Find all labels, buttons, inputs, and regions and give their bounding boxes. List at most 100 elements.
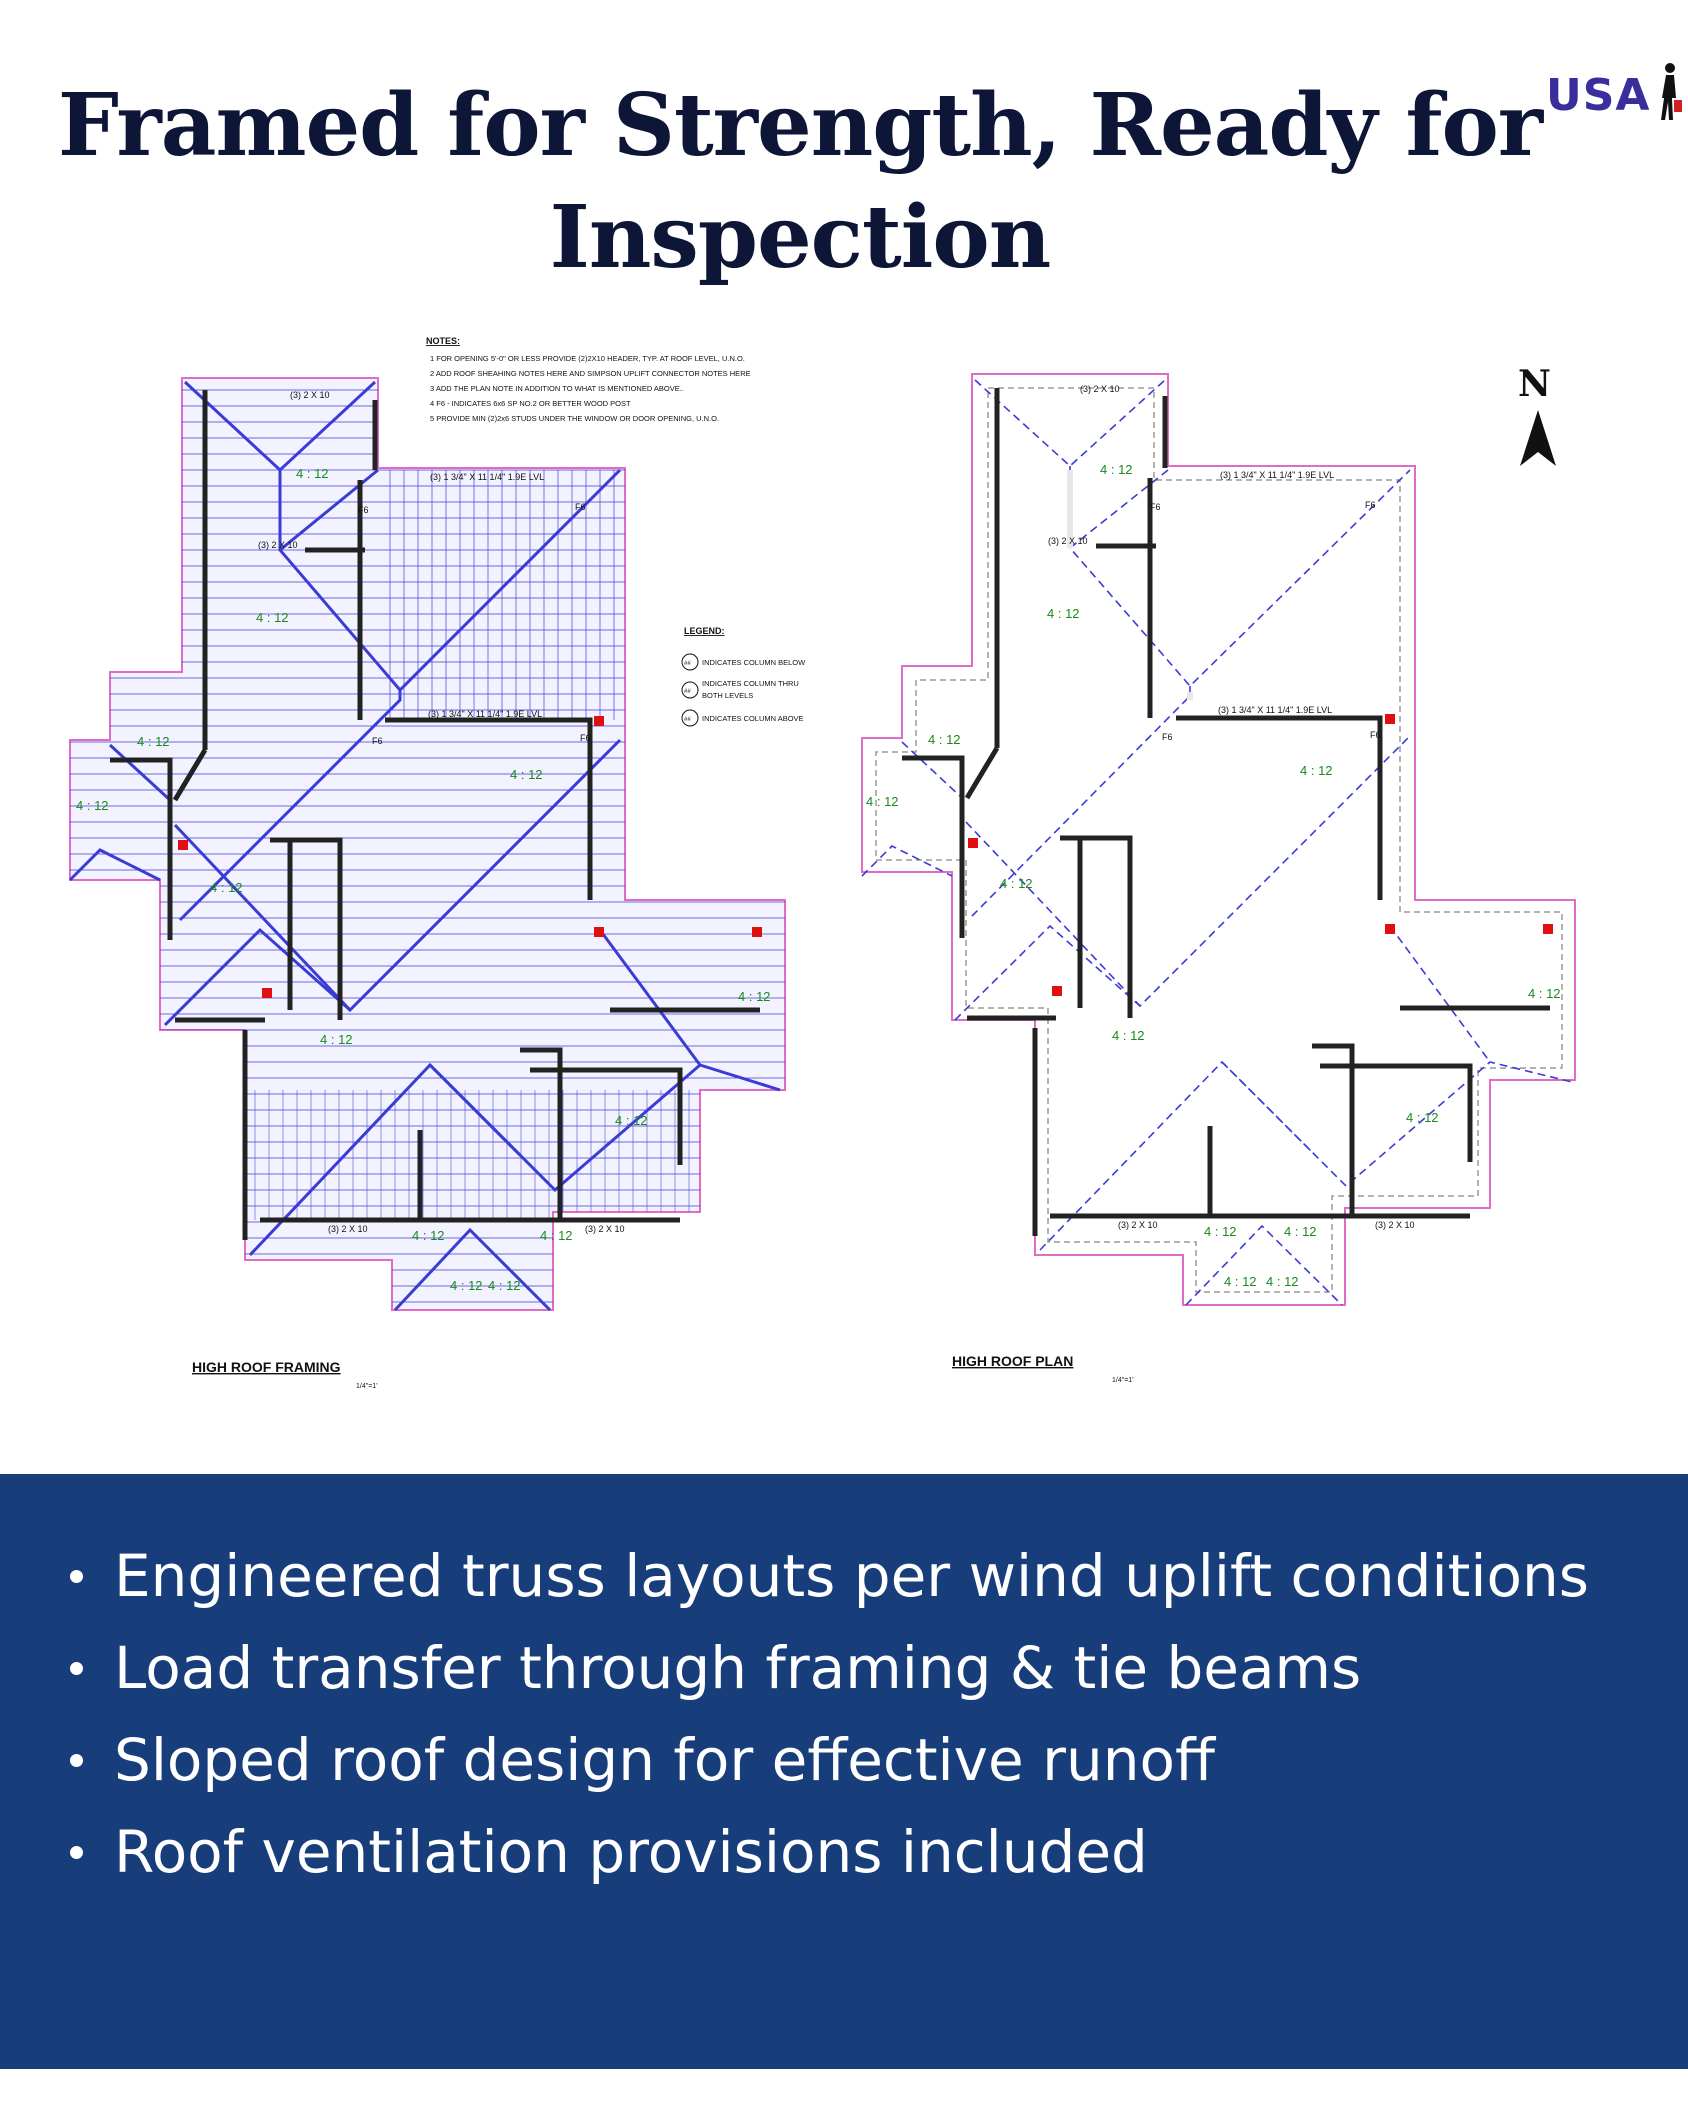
note-item: 1 FOR OPENING 5'-0" OR LESS PROVIDE (2)2…	[430, 354, 745, 363]
framing-post-label-4: F6	[580, 733, 591, 743]
framing-hip-lines	[68, 380, 781, 1312]
bullet-dot-icon	[70, 1570, 83, 1583]
framing-beam-label-mid: (3) 1 3/4" X 11 1/4" 1.9E LVL	[428, 709, 542, 719]
plan-header-label-3: (3) 2 X 10	[1118, 1220, 1158, 1230]
note-item: 4 F6 - INDICATES 6x6 SP NO.2 OR BETTER W…	[430, 399, 631, 408]
plan-header-label-2: (3) 2 X 10	[1048, 536, 1088, 546]
framing-post-label-2: F6	[575, 502, 586, 512]
high-roof-framing-drawing: (3) 1 3/4" X 11 1/4" 1.9E LVL (3) 1 3/4"…	[68, 377, 786, 1390]
page-title-line1: Framed for Strength, Ready for	[57, 75, 1543, 176]
feature-text: Roof ventilation provisions included	[114, 1818, 1148, 1886]
plan-post-label-3: F6	[1162, 732, 1173, 742]
plan-header-label: (3) 2 X 10	[1080, 384, 1120, 394]
framing-drawing-scale: 1/4"=1'	[356, 1383, 378, 1390]
slope-label: 4 : 12	[510, 767, 543, 782]
plan-post-label-1: F6	[1150, 502, 1161, 512]
slope-label: 4 : 12	[1047, 606, 1080, 621]
slope-label: 4 : 12	[320, 1032, 353, 1047]
legend-symbol-text: ##	[684, 661, 691, 667]
legend-column-thru-symbol	[681, 681, 699, 699]
slope-label: 4 : 12	[412, 1228, 445, 1243]
slope-label: 4 : 12	[1000, 876, 1033, 891]
feature-text: Load transfer through framing & tie beam…	[114, 1634, 1362, 1702]
slope-label: 4 : 12	[1284, 1224, 1317, 1239]
slope-label: 4 : 12	[928, 732, 961, 747]
legend-item: BOTH LEVELS	[702, 691, 753, 700]
page-title: Framed for Strength, Ready for Inspectio…	[0, 70, 1600, 294]
slope-label: 4 : 12	[1224, 1274, 1257, 1289]
slope-label: 4 : 12	[1406, 1110, 1439, 1125]
slope-label: 4 : 12	[296, 466, 329, 481]
legend-column-below-symbol	[681, 653, 699, 671]
plan-slope-labels: 4 : 12 4 : 12 4 : 12 4 : 12 4 : 12 4 : 1…	[866, 462, 1561, 1289]
slope-label: 4 : 12	[1266, 1274, 1299, 1289]
note-item: 2 ADD ROOF SHEAHING NOTES HERE AND SIMPS…	[430, 369, 751, 378]
slope-label: 4 : 12	[488, 1278, 521, 1293]
legend-item: INDICATES COLUMN ABOVE	[702, 714, 804, 723]
slope-label: 4 : 12	[137, 734, 170, 749]
bullet-dot-icon	[70, 1754, 83, 1767]
high-roof-plan-drawing: (3) 1 3/4" X 11 1/4" 1.9E LVL (3) 1 3/4"…	[861, 373, 1576, 1384]
legend-symbol-text: ##	[684, 717, 691, 723]
bullet-dot-icon	[70, 1846, 83, 1859]
framing-roof-outline	[69, 377, 786, 1311]
north-arrow-icon: N	[1518, 363, 1556, 466]
plan-post-label-2: F6	[1365, 500, 1376, 510]
legend-column-above-symbol	[681, 709, 699, 727]
framing-post-label-3: F6	[372, 736, 383, 746]
person-with-suitcase-icon	[1661, 63, 1682, 120]
legend-item: INDICATES COLUMN THRU	[702, 679, 799, 688]
slope-label: 4 : 12	[1300, 763, 1333, 778]
plan-posts	[968, 714, 1553, 996]
framing-header-label-2: (3) 2 X 10	[258, 540, 298, 550]
framing-header-label-3: (3) 2 X 10	[328, 1224, 368, 1234]
framing-beam-label-top: (3) 1 3/4" X 11 1/4" 1.9E LVL	[430, 472, 544, 482]
notes-block: NOTES: 1 FOR OPENING 5'-0" OR LESS PROVI…	[426, 336, 751, 423]
brand-logo: USA	[1546, 60, 1682, 130]
legend-heading: LEGEND:	[684, 626, 725, 636]
plan-header-label-4: (3) 2 X 10	[1375, 1220, 1415, 1230]
slope-label: 4 : 12	[76, 798, 109, 813]
note-item: 5 PROVIDE MIN (2)2x6 STUDS UNDER THE WIN…	[430, 414, 719, 423]
plan-drawing-scale: 1/4"=1'	[1112, 1377, 1134, 1384]
plan-roof-outline	[861, 373, 1576, 1306]
slope-label: 4 : 12	[210, 880, 243, 895]
slope-label: 4 : 12	[738, 989, 771, 1004]
feature-item: Roof ventilation provisions included	[70, 1806, 1589, 1898]
feature-item: Load transfer through framing & tie beam…	[70, 1622, 1589, 1714]
north-arrow-label: N	[1518, 363, 1551, 405]
framing-posts	[178, 716, 762, 998]
plan-ridge-bands	[1067, 470, 1193, 700]
legend-block: LEGEND: ## INDICATES COLUMN BELOW ## IND…	[681, 626, 806, 727]
feature-item: Engineered truss layouts per wind uplift…	[70, 1530, 1589, 1622]
legend-item: INDICATES COLUMN BELOW	[702, 658, 806, 667]
slope-label: 4 : 12	[1100, 462, 1133, 477]
brand-logo-text: USA	[1546, 70, 1651, 121]
slope-label: 4 : 12	[615, 1113, 648, 1128]
roof-drawings: (3) 1 3/4" X 11 1/4" 1.9E LVL (3) 1 3/4"…	[68, 336, 1576, 1390]
feature-item: Sloped roof design for effective runoff	[70, 1714, 1589, 1806]
legend-symbol-text: ##	[684, 689, 691, 695]
slope-label: 4 : 12	[1528, 986, 1561, 1001]
notes-heading: NOTES:	[426, 336, 460, 346]
bullet-dot-icon	[70, 1662, 83, 1675]
plan-drawing-title: HIGH ROOF PLAN	[952, 1353, 1073, 1369]
slope-label: 4 : 12	[256, 610, 289, 625]
plan-walls	[902, 388, 1550, 1236]
note-item: 3 ADD THE PLAN NOTE IN ADDITION TO WHAT …	[430, 384, 684, 393]
framing-drawing-title: HIGH ROOF FRAMING	[192, 1359, 341, 1375]
framing-slope-labels: 4 : 12 4 : 12 4 : 12 4 : 12 4 : 12 4 : 1…	[76, 466, 771, 1293]
slope-label: 4 : 12	[866, 794, 899, 809]
framing-post-label-1: F6	[358, 505, 369, 515]
plan-post-label-4: F6	[1370, 730, 1381, 740]
framing-header-label-4: (3) 2 X 10	[585, 1224, 625, 1234]
slope-label: 4 : 12	[1204, 1224, 1237, 1239]
features-band	[0, 1474, 1688, 2069]
framing-walls	[110, 390, 760, 1240]
feature-text: Engineered truss layouts per wind uplift…	[114, 1542, 1589, 1610]
slope-label: 4 : 12	[450, 1278, 483, 1293]
plan-beam-label-top: (3) 1 3/4" X 11 1/4" 1.9E LVL	[1220, 470, 1334, 480]
slope-label: 4 : 12	[540, 1228, 573, 1243]
page-title-line2: Inspection	[549, 187, 1052, 288]
feature-text: Sloped roof design for effective runoff	[114, 1726, 1215, 1794]
